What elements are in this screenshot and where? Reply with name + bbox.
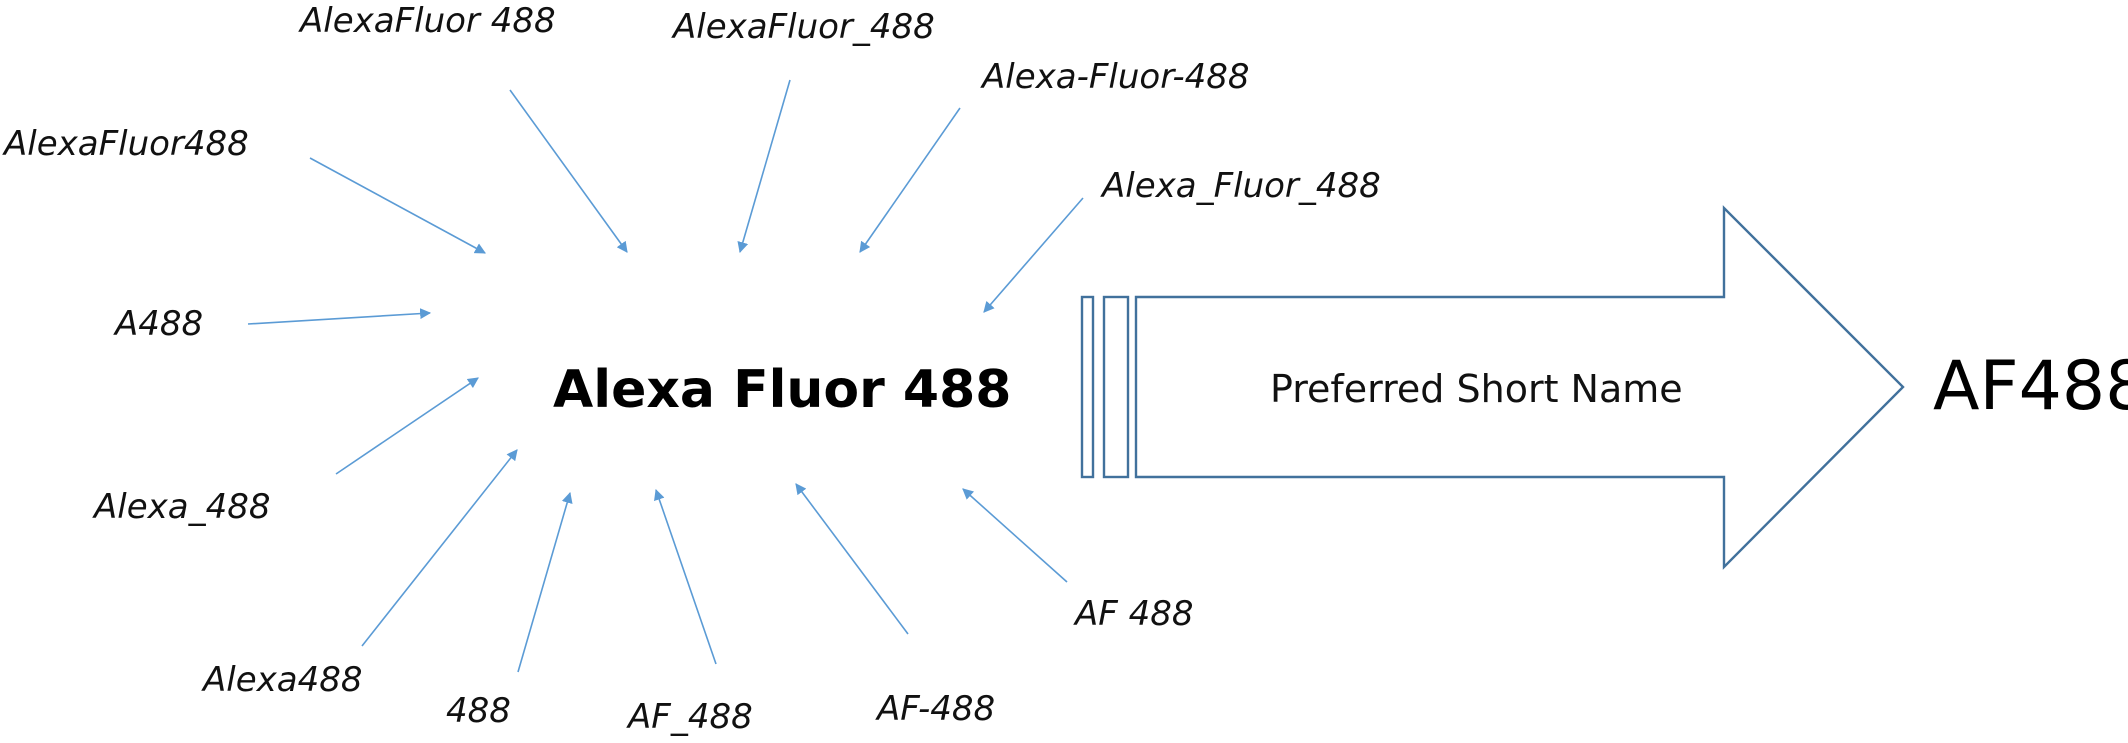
pointer-arrow-alexafluor-underscore-488: [737, 79, 791, 254]
result-label: AF488: [1933, 347, 2128, 426]
variant-label-alexa488: Alexa488: [201, 660, 362, 700]
variant-label-488: 488: [446, 691, 511, 731]
pointer-arrow-alexafluor488: [309, 157, 486, 254]
variant-label-af-underscore-488: AF_488: [626, 697, 753, 737]
pointer-arrow-a488: [247, 308, 432, 325]
block-arrow-label: Preferred Short Name: [1270, 367, 1683, 411]
pointer-arrow-af-underscore-488: [654, 488, 717, 665]
block-arrow-stripe-2: [1102, 295, 1130, 479]
variant-label-alexa-underscore-488: Alexa_488: [92, 487, 270, 527]
pointer-arrow-alexa-fluor-dash-488: [859, 107, 961, 253]
pointer-arrow-alexa488: [361, 449, 518, 647]
variant-label-alexafluor488: AlexaFluor488: [2, 124, 249, 164]
pointer-arrow-alexafluor-space-488: [509, 89, 628, 253]
variant-label-alexafluor-space-488: AlexaFluor 488: [298, 1, 556, 41]
center-label: Alexa Fluor 488: [553, 360, 1011, 420]
variant-label-af-dash-488: AF-488: [875, 689, 995, 729]
pointer-arrow-af-space-488: [962, 488, 1068, 583]
pointer-arrow-488: [517, 491, 573, 673]
block-arrow-stripe-1: [1080, 295, 1095, 479]
variant-label-a488: A488: [113, 304, 203, 344]
variant-label-af-space-488: AF 488: [1073, 594, 1194, 634]
variant-label-alexa-fluor-underscore-488: Alexa_Fluor_488: [1100, 166, 1381, 206]
pointer-arrow-af-dash-488: [795, 483, 909, 635]
pointer-arrow-alexa-fluor-underscore-488: [983, 197, 1084, 313]
block-arrow-body: [1134, 205, 1905, 570]
variant-label-alexafluor-underscore-488: AlexaFluor_488: [671, 7, 935, 47]
pointer-arrow-alexa-underscore-488: [335, 377, 479, 475]
variant-label-alexa-fluor-dash-488: Alexa-Fluor-488: [980, 57, 1249, 97]
